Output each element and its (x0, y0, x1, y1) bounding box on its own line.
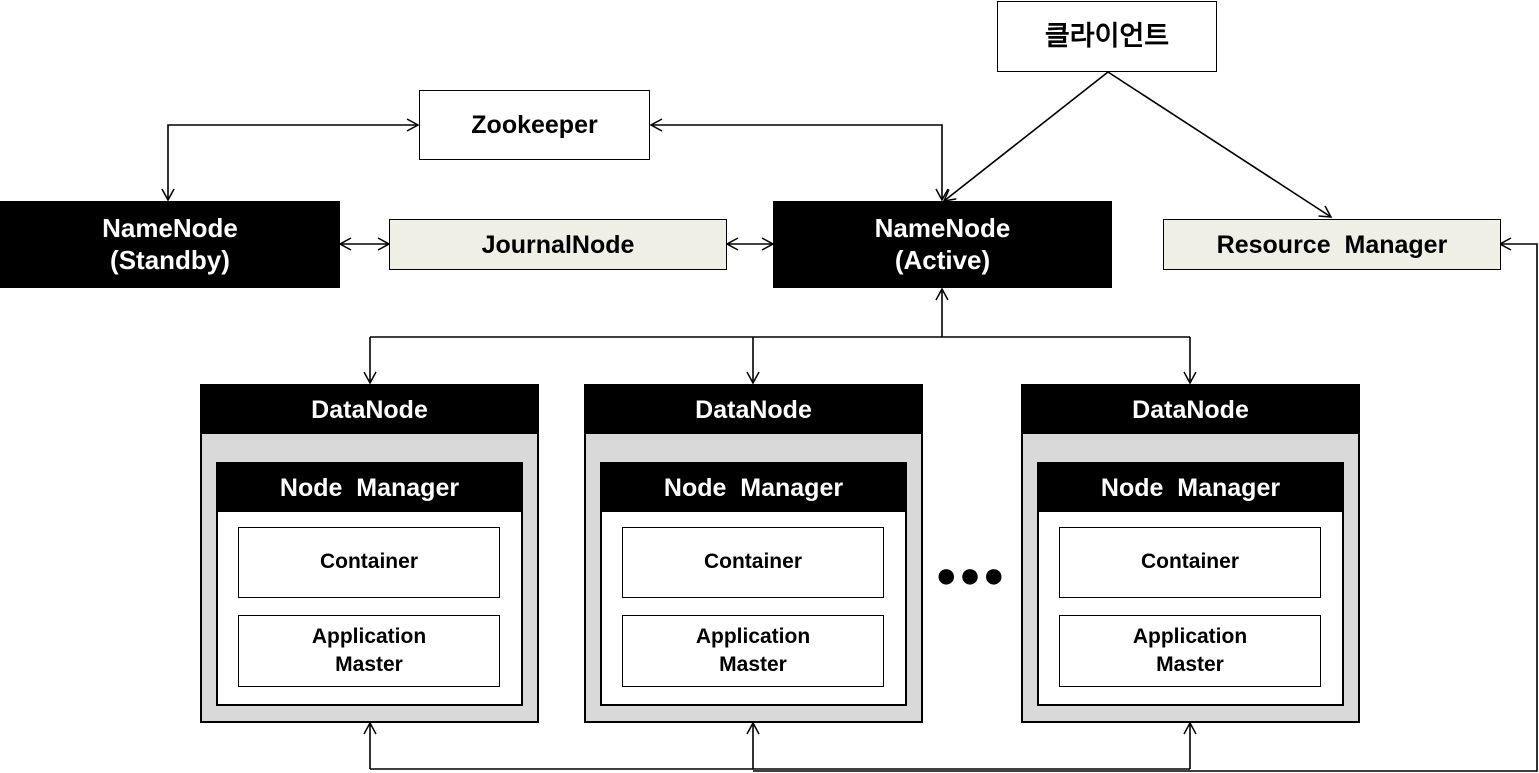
datanode-1: DataNode Node Manager Container Applicat… (200, 384, 539, 723)
link-resourcemanager-loop (753, 237, 1538, 772)
datanode-3: DataNode Node Manager Container Applicat… (1021, 384, 1360, 723)
node-manager-title: Node Manager (1039, 464, 1342, 512)
link-zookeeper-standby (161, 118, 420, 202)
namenode-standby-box: NameNode (Standby) (0, 201, 340, 288)
namenode-standby-label: NameNode (Standby) (102, 213, 238, 275)
node-manager-panel: Node Manager Container Application Maste… (1037, 462, 1344, 706)
zookeeper-label: Zookeeper (471, 111, 598, 139)
application-master-box: Application Master (238, 615, 500, 687)
resource-manager-box: Resource Manager (1163, 219, 1501, 270)
datanode-title: DataNode (202, 386, 537, 434)
resource-manager-label: Resource Manager (1216, 230, 1448, 259)
link-zookeeper-active (649, 118, 949, 202)
link-client-resourcemanager (1107, 71, 1333, 218)
datanode-title: DataNode (586, 386, 921, 434)
node-manager-panel: Node Manager Container Application Maste… (600, 462, 907, 706)
client-label: 클라이언트 (1044, 21, 1170, 52)
link-client-active (942, 71, 1109, 202)
datanode-title: DataNode (1023, 386, 1358, 434)
namenode-active-box: NameNode (Active) (773, 201, 1112, 288)
node-manager-title: Node Manager (218, 464, 521, 512)
container-box: Container (622, 527, 884, 598)
journalnode-box: JournalNode (389, 219, 727, 270)
node-manager-panel: Node Manager Container Application Maste… (216, 462, 523, 706)
datanode-2: DataNode Node Manager Container Applicat… (584, 384, 923, 723)
client-box: 클라이언트 (997, 1, 1217, 72)
container-box: Container (1059, 527, 1321, 598)
node-manager-title: Node Manager (602, 464, 905, 512)
application-master-box: Application Master (622, 615, 884, 687)
container-box: Container (238, 527, 500, 598)
application-master-box: Application Master (1059, 615, 1321, 687)
zookeeper-box: Zookeeper (419, 90, 650, 160)
more-datanodes-ellipsis: ●●● (935, 554, 1007, 595)
namenode-active-label: NameNode (Active) (874, 213, 1011, 275)
journalnode-label: JournalNode (481, 230, 635, 259)
